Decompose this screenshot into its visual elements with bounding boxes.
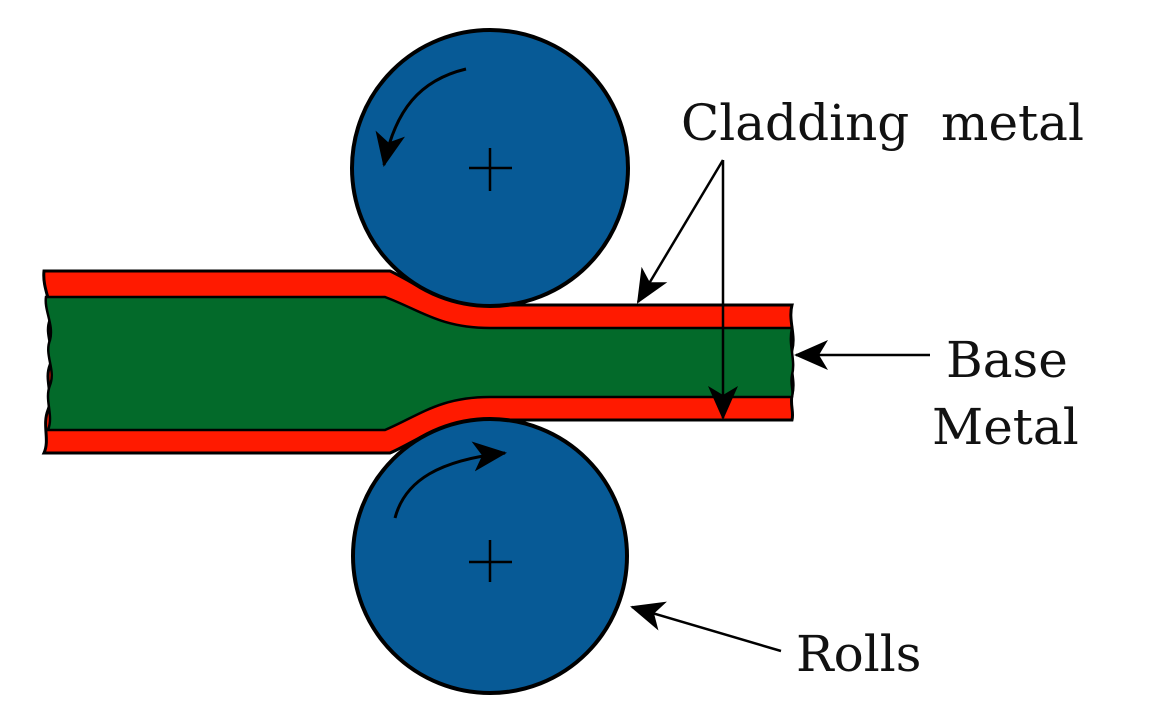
bottom-roll-center-cross-icon	[469, 540, 512, 582]
base-metal-label-line2: Metal	[932, 398, 1079, 456]
rolls-label: Rolls	[796, 625, 921, 683]
cladding-metal-leaders	[636, 159, 738, 420]
base-metal-label-line1: Base	[946, 331, 1068, 389]
top-roll-rotation-arrow-icon	[375, 67, 467, 167]
top-roll	[350, 28, 630, 308]
rolls-leader-arrow	[630, 601, 782, 653]
cladding-metal-label: Cladding metal	[681, 94, 1084, 152]
bottom-roll-rotation-arrow-icon	[393, 441, 507, 519]
base-metal-core	[44, 295, 795, 432]
bottom-roll	[351, 417, 629, 695]
top-roll-center-cross-icon	[469, 148, 512, 191]
cladding-leader-top-arrow	[636, 159, 725, 304]
